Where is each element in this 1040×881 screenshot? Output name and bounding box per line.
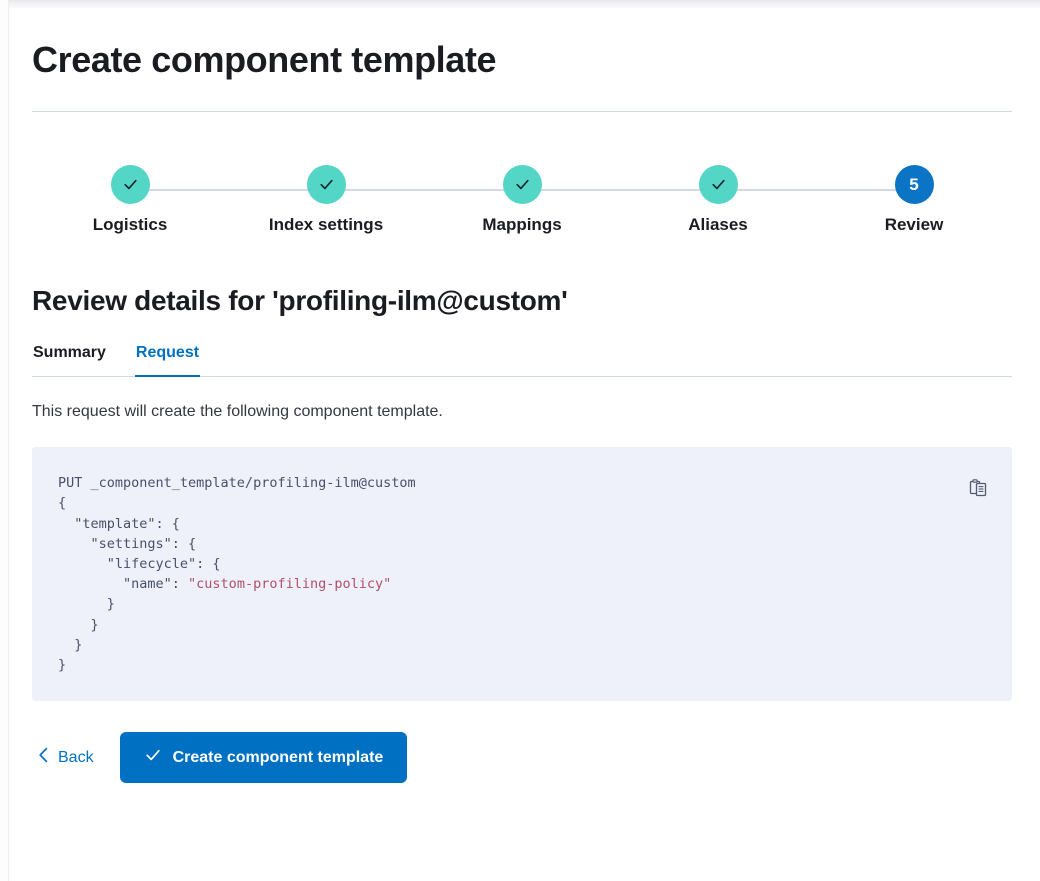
request-description: This request will create the following c… xyxy=(32,403,443,421)
stepper-step-mappings[interactable]: Mappings xyxy=(424,165,718,235)
stepper-circle-current[interactable]: 5 xyxy=(894,165,934,205)
stepper-label: Mappings xyxy=(482,215,562,235)
check-icon xyxy=(319,180,333,190)
stepper-step-logistics[interactable]: Logistics xyxy=(32,165,326,235)
page-title: Create component template xyxy=(32,39,497,80)
stepper-connector xyxy=(718,189,914,192)
check-icon xyxy=(144,746,162,769)
stepper-step-aliases[interactable]: Aliases xyxy=(620,165,914,235)
tab-summary[interactable]: Summary xyxy=(32,344,107,377)
code-body-after: } } } } xyxy=(58,596,115,674)
header-divider xyxy=(32,111,1012,113)
back-button-label: Back xyxy=(58,748,94,766)
clipboard-copy-icon[interactable] xyxy=(966,475,992,501)
stepper-circle-complete[interactable] xyxy=(698,165,738,205)
code-body-before: { "template": { "settings": { "lifecycle… xyxy=(58,495,221,593)
request-code-text: PUT _component_template/profiling-ilm@cu… xyxy=(58,473,986,675)
check-icon xyxy=(515,180,529,190)
stepper-connector xyxy=(130,189,326,192)
stepper-label: Review xyxy=(884,215,944,235)
stepper-step-index-settings[interactable]: Index settings xyxy=(228,165,522,235)
wizard-footer: Back Create component template xyxy=(32,732,1012,784)
stepper-number: 5 xyxy=(909,175,919,195)
stepper-connector xyxy=(522,189,718,192)
stepper-circle-complete[interactable] xyxy=(110,165,150,205)
page-container: Create component template Logistics Index… xyxy=(9,8,1040,881)
stepper-connector xyxy=(326,189,522,192)
check-icon xyxy=(123,180,137,190)
review-tabs: Summary Request xyxy=(32,344,1012,378)
content-column: Create component template Logistics Index… xyxy=(32,8,1012,784)
create-component-template-label: Create component template xyxy=(172,748,384,766)
chevron-left-icon xyxy=(38,747,49,768)
back-button[interactable]: Back xyxy=(32,739,100,776)
create-component-template-button[interactable]: Create component template xyxy=(119,732,408,784)
code-string-value: "custom-profiling-policy" xyxy=(188,576,392,593)
tab-request[interactable]: Request xyxy=(134,344,201,378)
stepper-label: Aliases xyxy=(688,215,748,235)
stepper-circle-complete[interactable] xyxy=(502,165,542,205)
stepper-label: Logistics xyxy=(92,215,168,235)
left-gutter xyxy=(0,0,9,881)
code-method-line: PUT _component_template/profiling-ilm@cu… xyxy=(58,475,416,492)
stepper-label: Index settings xyxy=(268,215,384,235)
request-code-block: PUT _component_template/profiling-ilm@cu… xyxy=(32,447,1012,702)
stepper-circle-complete[interactable] xyxy=(306,165,346,205)
window-top-strip xyxy=(0,0,1040,8)
review-heading: Review details for 'profiling-ilm@custom… xyxy=(32,285,568,317)
check-icon xyxy=(711,180,725,190)
